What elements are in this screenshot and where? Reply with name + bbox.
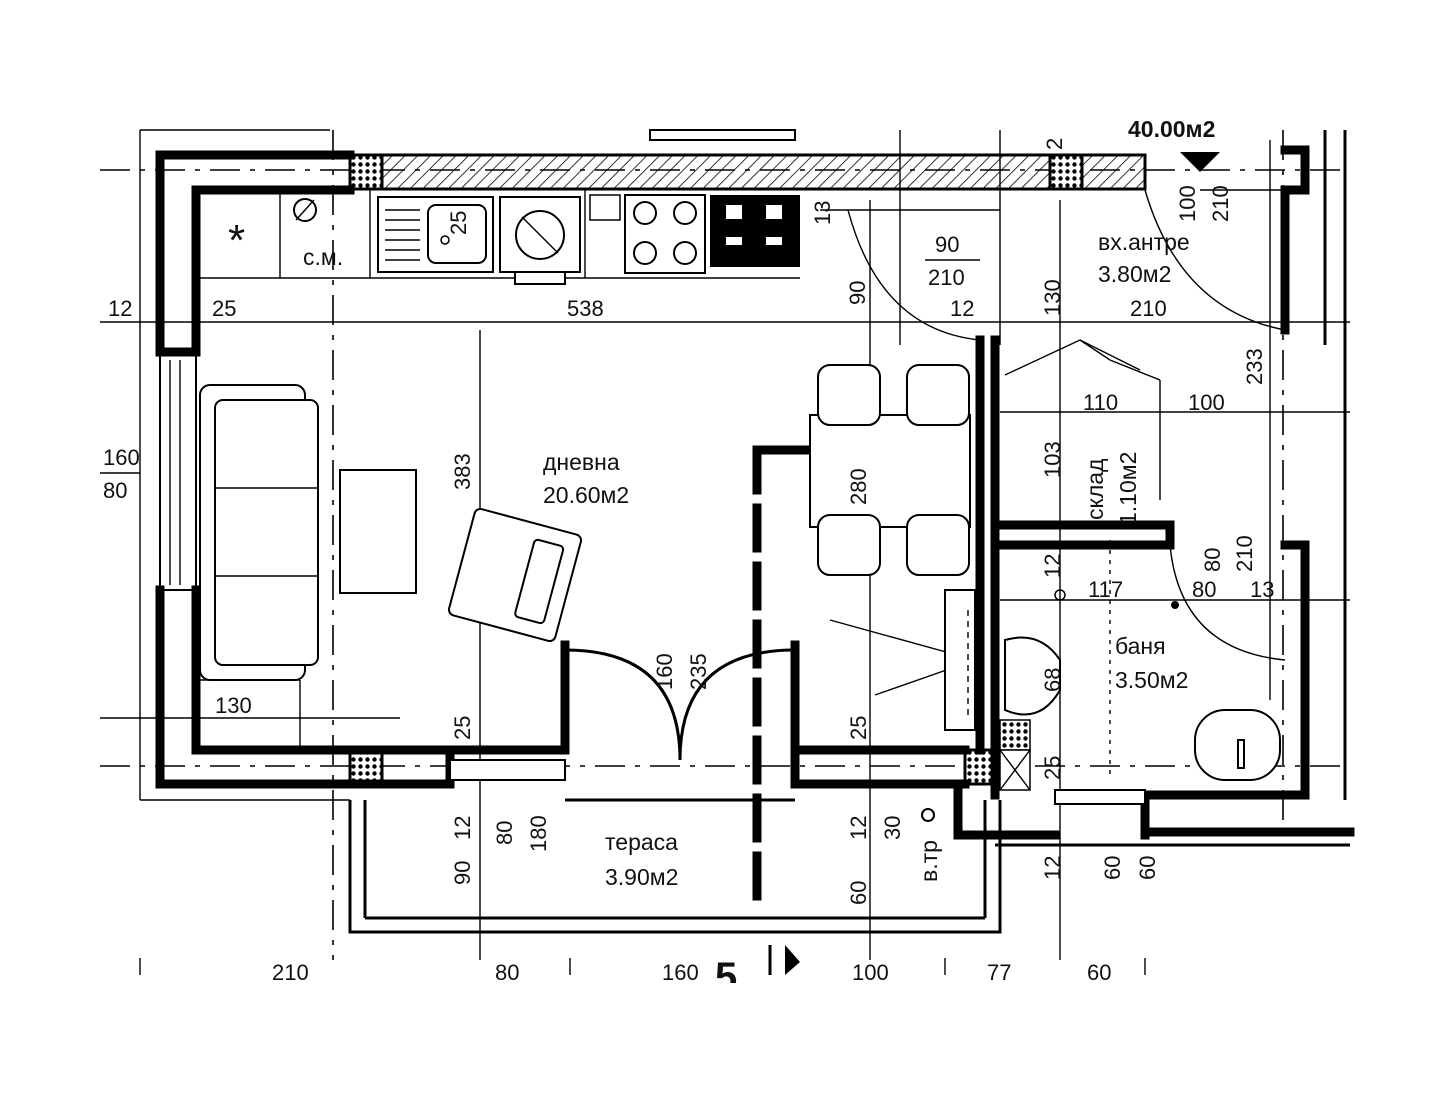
living-room-furniture: [199, 384, 583, 750]
dim-label: 60: [1087, 960, 1111, 985]
dim-label: 80: [492, 821, 517, 845]
dim-label: 280: [846, 468, 871, 505]
hall-name: вх.антре: [1098, 229, 1190, 255]
bathroom-fixtures: [944, 589, 1281, 791]
walls: [139, 129, 1355, 934]
section-mark-icon: [785, 945, 800, 975]
dim-label: 25: [1040, 756, 1065, 780]
dim-label: 80: [495, 960, 519, 985]
dim-label: 30: [880, 816, 905, 840]
dimension-labels: 12 25 538 90 210 12 210 130 13 90 2 100 …: [100, 138, 1274, 985]
terrace-name: тераса: [605, 829, 678, 855]
dim-label: 68: [1040, 668, 1065, 692]
total-area: 40.00м2: [1128, 116, 1215, 142]
dim-label: 13: [810, 201, 835, 225]
grid-lines: [100, 130, 1350, 960]
bathroom-area: 3.50м2: [1115, 667, 1188, 693]
room-labels: дневна 20.60м2 вх.антре 3.80м2 склад 1.1…: [228, 116, 1215, 999]
dim-label: 100: [852, 960, 889, 985]
dim-label: 100: [1188, 390, 1225, 415]
dim-label: 130: [215, 693, 252, 718]
dim-label: 80: [103, 478, 127, 503]
water-pipe-icon: [921, 808, 935, 822]
dim-label: 103: [1040, 441, 1065, 478]
dim-label: 25: [212, 296, 236, 321]
storage-name: склад: [1082, 458, 1108, 520]
dim-label: 90: [935, 232, 959, 257]
dim-label: 90: [450, 861, 475, 885]
dim-label: 235: [686, 653, 711, 690]
storage-area: 1.10м2: [1115, 452, 1141, 525]
dim-label: 180: [526, 815, 551, 852]
hall-area: 3.80м2: [1098, 261, 1171, 287]
dim-label: 12: [950, 296, 974, 321]
dim-label: 160: [652, 653, 677, 690]
dim-label: 80: [1200, 548, 1225, 572]
terrace-area: 3.90м2: [605, 864, 678, 890]
dim-label: 77: [987, 960, 1011, 985]
dim-label: 80: [1192, 577, 1216, 602]
dim-label: 538: [567, 296, 604, 321]
dim-label: 12: [450, 816, 475, 840]
dim-label: 210: [272, 960, 309, 985]
dim-label: 90: [845, 281, 870, 305]
dim-label: 233: [1242, 348, 1267, 385]
dim-label: 12: [1040, 856, 1065, 880]
washing-machine-label: с.м.: [303, 244, 343, 270]
star-symbol: *: [228, 216, 245, 265]
dim-label: 25: [446, 211, 471, 235]
dim-label: 210: [1208, 185, 1233, 222]
dim-label: 60: [1135, 856, 1160, 880]
dim-label: 12: [108, 296, 132, 321]
dim-label: 60: [1100, 856, 1125, 880]
dim-label: 210: [1130, 296, 1167, 321]
dim-label: 160: [662, 960, 699, 985]
dim-label: 210: [928, 265, 965, 290]
dim-label: 13: [1250, 577, 1274, 602]
dining-set: [809, 364, 971, 576]
living-room-name: дневна: [543, 449, 620, 475]
water-pipe-label: в.тр: [916, 840, 942, 882]
dim-label: 117: [1088, 577, 1123, 602]
living-room-area: 20.60м2: [543, 482, 629, 508]
bathroom-name: баня: [1115, 633, 1166, 659]
dim-label: 130: [1040, 279, 1065, 316]
dim-label: 25: [450, 716, 475, 740]
dim-label: 160: [103, 445, 140, 470]
section-arrow-icon: [1180, 152, 1220, 172]
kitchen-counter: [196, 190, 800, 285]
dim-label: 25: [846, 716, 871, 740]
dim-label: 12: [846, 816, 871, 840]
dim-label: 110: [1083, 390, 1118, 415]
dim-label: 383: [450, 453, 475, 490]
dim-label: 100: [1175, 185, 1200, 222]
dim-label: 210: [1232, 535, 1257, 572]
dim-label: 12: [1040, 554, 1065, 578]
dim-label: 2: [1042, 138, 1067, 150]
dim-label: 60: [846, 881, 871, 905]
